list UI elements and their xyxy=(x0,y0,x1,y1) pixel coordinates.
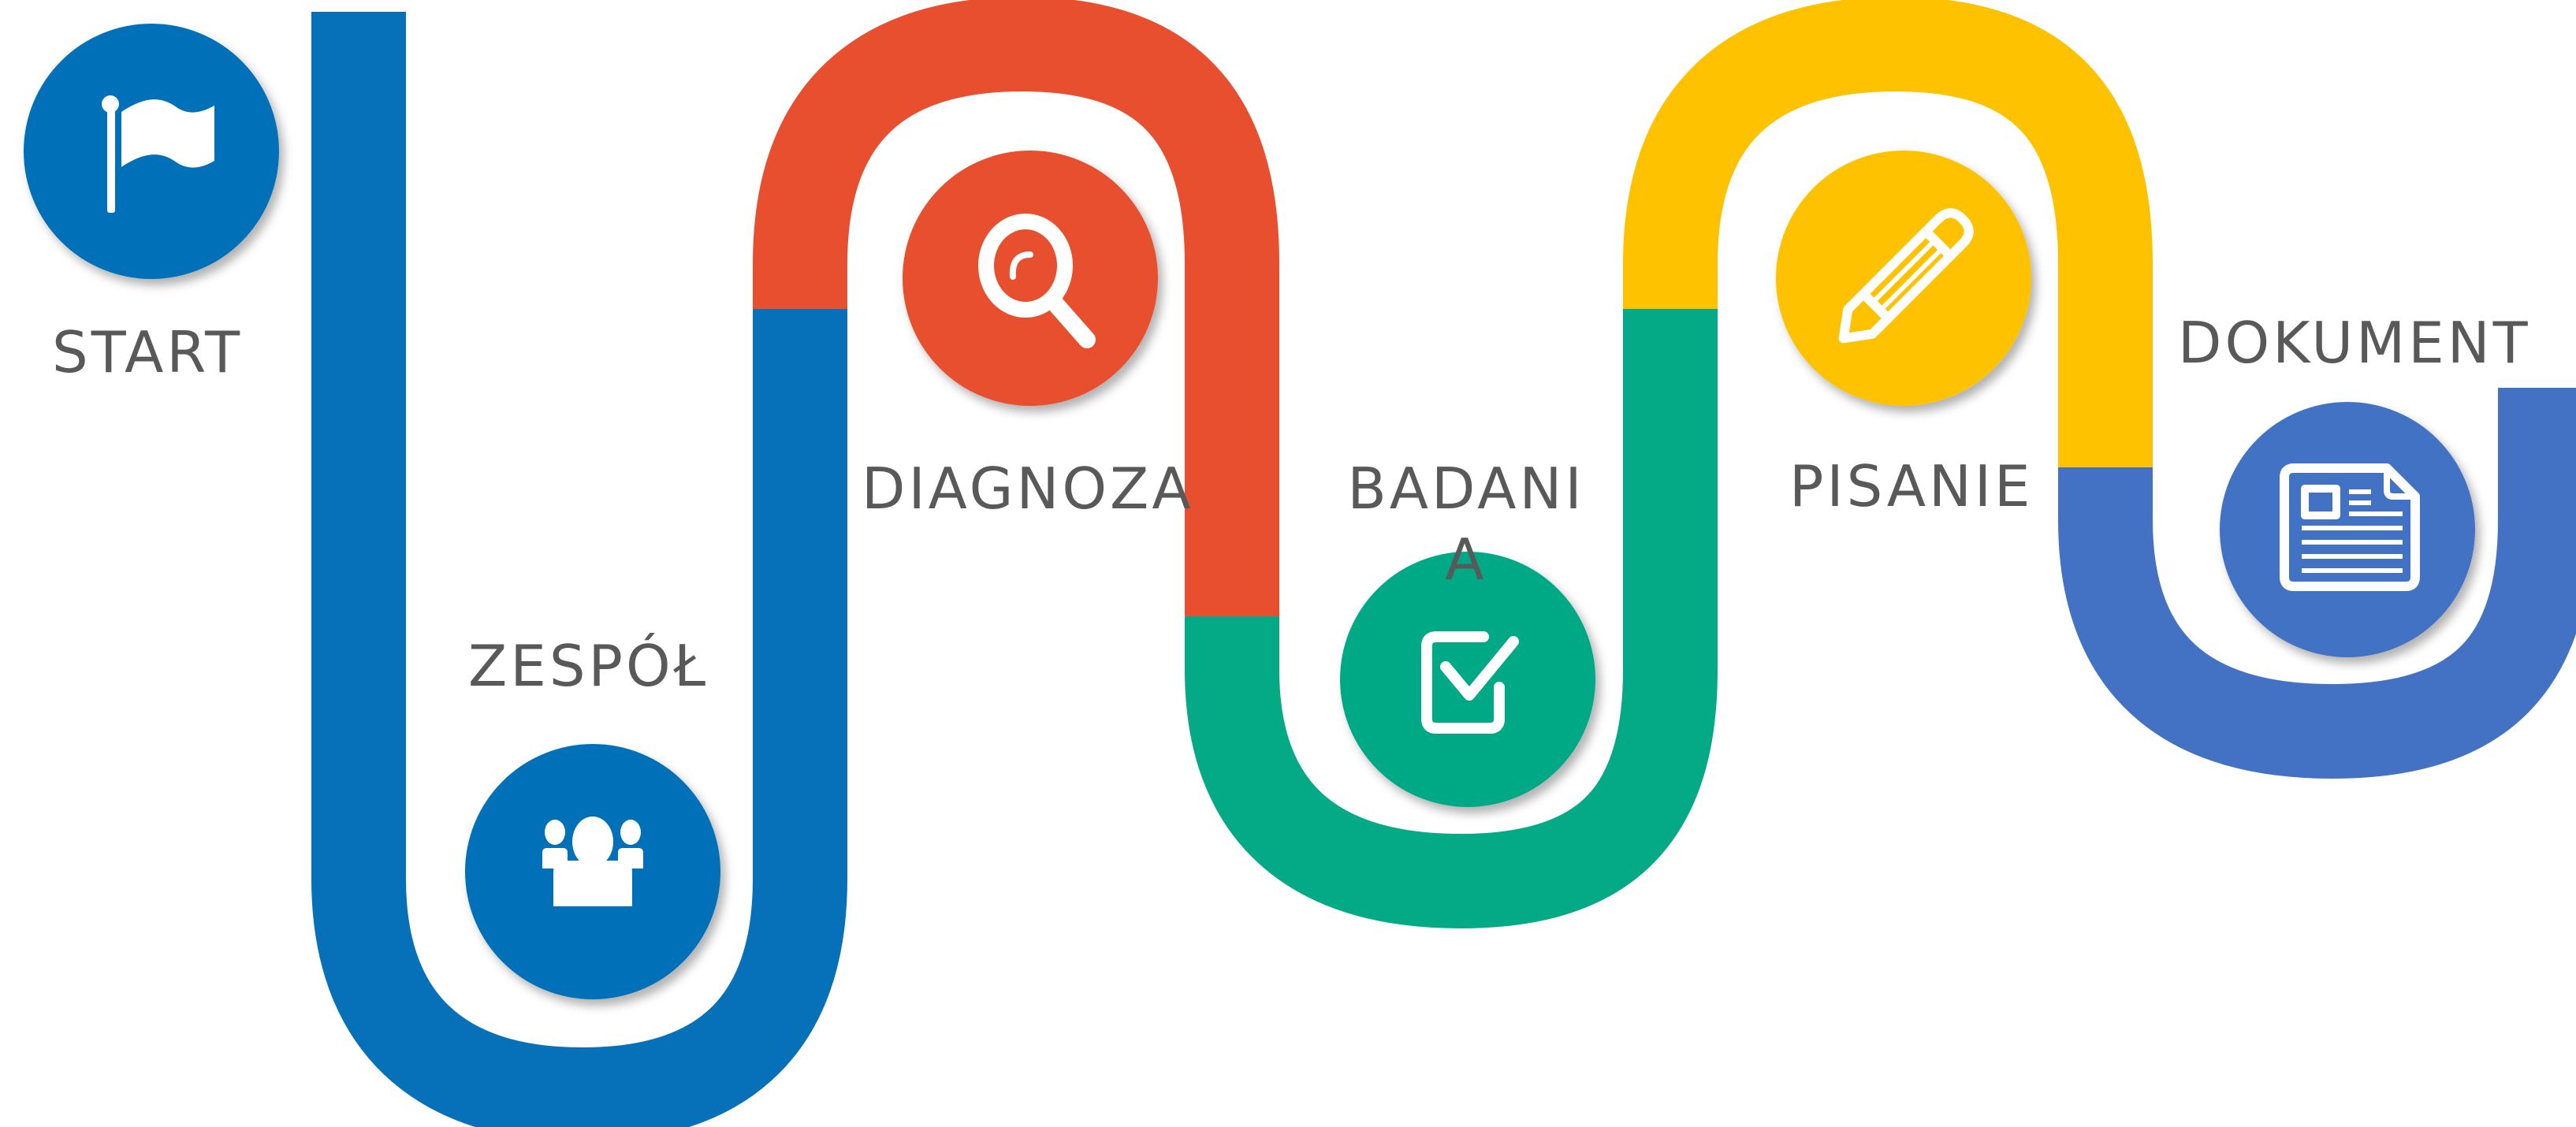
team-icon xyxy=(542,816,643,906)
step-diagnosis-circle xyxy=(903,151,1158,406)
magnifier-icon xyxy=(978,214,1096,348)
pencil-icon xyxy=(1838,208,1974,344)
road-segment-blue xyxy=(311,12,847,1127)
step-writing xyxy=(1776,151,2031,406)
step-start xyxy=(24,24,279,279)
road xyxy=(311,0,2576,1127)
road-segment-yellow xyxy=(1623,0,2153,467)
step-label-research: BADANIA xyxy=(1347,456,1585,593)
step-label-team: ZESPÓŁ xyxy=(468,633,709,699)
road-segment-indigo xyxy=(2058,388,2576,779)
step-research xyxy=(1340,552,1595,807)
step-label-start: START xyxy=(52,319,244,385)
step-label-document: DOKUMENT xyxy=(2178,310,2531,376)
road-segment-green xyxy=(1185,309,1718,929)
checkbox-icon xyxy=(1421,631,1519,734)
step-label-writing: PISANIE xyxy=(1789,453,2034,519)
step-label-diagnosis: DIAGNOZA xyxy=(862,456,1194,522)
flag-icon xyxy=(102,95,214,213)
step-writing-circle xyxy=(1776,151,2031,406)
road-segment-red xyxy=(753,0,1279,616)
step-research-circle xyxy=(1340,552,1595,807)
step-document xyxy=(2220,402,2475,657)
step-team xyxy=(465,744,720,999)
step-diagnosis xyxy=(903,151,1158,406)
document-icon xyxy=(2280,463,2420,591)
